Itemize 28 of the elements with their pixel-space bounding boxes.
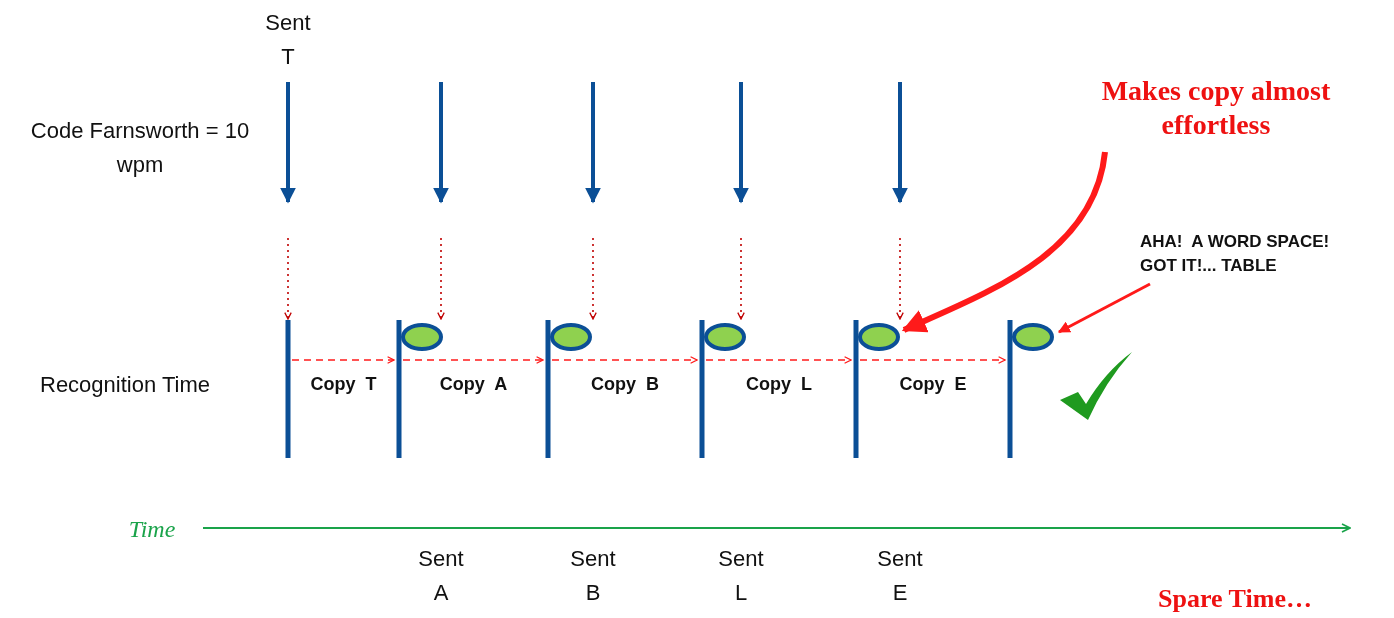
arrow — [589, 237, 597, 320]
edge-label: Copy B — [590, 373, 660, 396]
row-label: Recognition Time — [39, 371, 211, 399]
arrow — [859, 356, 1006, 364]
arrow — [1057, 282, 1151, 334]
arrow — [901, 151, 1108, 333]
arrow — [291, 356, 395, 364]
arrow — [551, 356, 698, 364]
callout-text: AHA! A WORD SPACE! GOT IT!... TABLE — [1140, 230, 1345, 284]
arrow — [705, 356, 852, 364]
arrow — [402, 356, 544, 364]
signal-label: Sent L — [717, 545, 765, 607]
signal-label: Sent B — [569, 545, 617, 607]
note-text: Spare Time… — [1157, 583, 1313, 615]
edge-label: Copy E — [898, 373, 968, 396]
signal-label: Sent A — [417, 545, 465, 607]
edge-label: Copy T — [309, 373, 378, 396]
callout-text: Makes copy almost effortless — [1080, 74, 1352, 150]
edge-label: Copy A — [438, 373, 509, 396]
arrow — [896, 237, 904, 320]
code-speed-label: Code Farnsworth = 10 wpm — [29, 117, 251, 179]
signal-label: Sent T — [264, 9, 312, 71]
arrow — [284, 237, 292, 320]
arrow — [437, 237, 445, 320]
axis-label: Time — [127, 515, 177, 544]
arrow — [737, 237, 745, 320]
signal-label: Sent E — [876, 545, 924, 607]
edge-label: Copy L — [745, 373, 813, 396]
